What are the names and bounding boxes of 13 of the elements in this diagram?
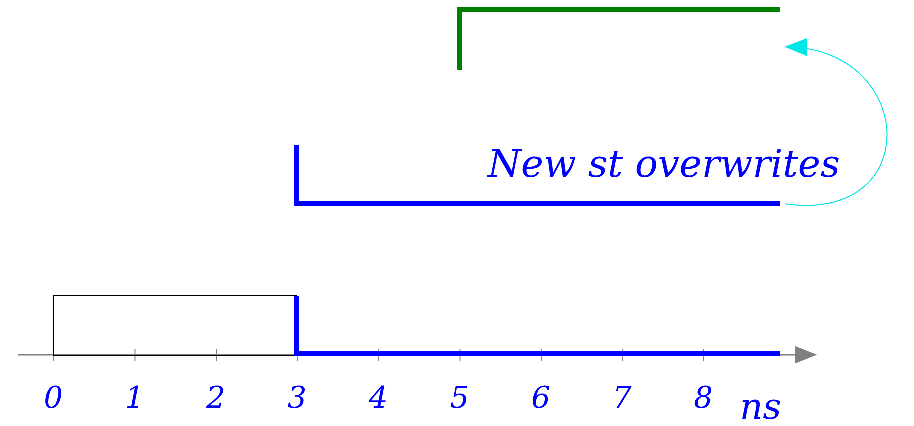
tick-label: 2 <box>206 384 226 414</box>
tick-label: 8 <box>694 384 714 414</box>
arrow <box>784 40 888 206</box>
interval-box <box>53 295 298 357</box>
tick-label: 6 <box>532 384 551 414</box>
tick-label: 1 <box>125 384 144 414</box>
annotation-text: New st overwrites <box>488 145 840 183</box>
axis-unit-label: ns <box>740 390 782 426</box>
tick-label: 7 <box>612 384 632 414</box>
tick-label: 0 <box>44 384 64 414</box>
tick-label: 4 <box>369 384 388 414</box>
tick-label: 3 <box>288 384 307 414</box>
tick-label: 5 <box>450 384 470 414</box>
